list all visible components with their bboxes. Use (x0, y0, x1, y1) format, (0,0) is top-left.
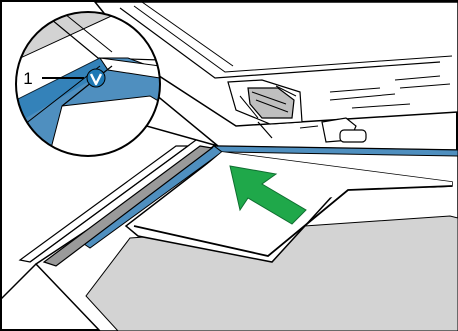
v-alignment-mark-icon (87, 69, 105, 87)
callout-number-label: 1 (23, 69, 32, 88)
